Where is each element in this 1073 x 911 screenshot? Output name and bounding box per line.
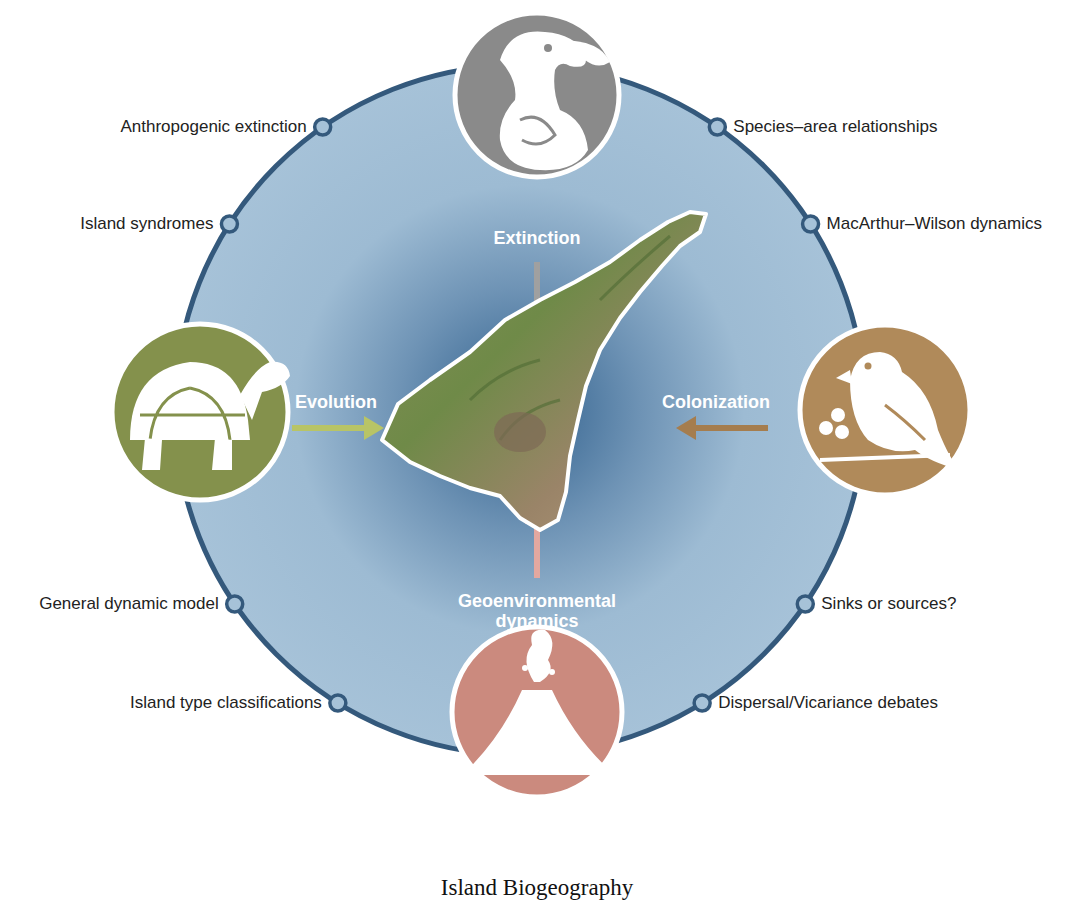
extinction-icon [455,13,619,177]
topic-label: Sinks or sources? [821,594,956,614]
ring-dot [227,596,243,612]
topic-label: Island type classifications [130,693,322,713]
ring-dot [330,695,346,711]
ring-dots [221,119,818,711]
ring-dot [709,119,725,135]
process-label: Evolution [295,393,377,413]
process-label: Extinction [493,229,580,249]
process-label: Geoenvironmental dynamics [447,592,627,632]
topic-label: Anthropogenic extinction [120,117,306,137]
process-label: Colonization [662,393,770,413]
ring-dot [221,216,237,232]
topic-label: MacArthur–Wilson dynamics [827,214,1042,234]
topic-label: General dynamic model [39,594,219,614]
ring-dot [803,216,819,232]
island-map [382,212,706,530]
topic-label: Island syndromes [80,214,213,234]
tortoise-icon [112,324,290,500]
ring-dot [694,695,710,711]
ring-dot [797,596,813,612]
topic-label: Species–area relationships [733,117,937,137]
topic-label: Dispersal/Vicariance debates [718,693,938,713]
colonization-icon [800,325,970,495]
ring-dot [315,119,331,135]
volcano-icon [452,627,622,797]
caption: Island Biogeography [441,875,633,901]
